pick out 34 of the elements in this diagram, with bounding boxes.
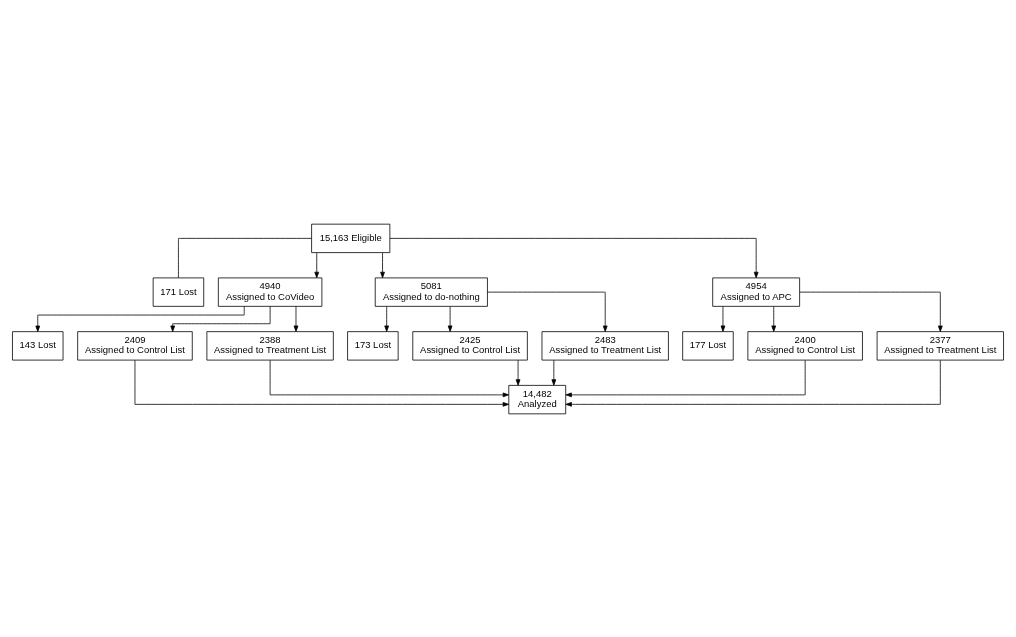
node-box: 177 Lost: [682, 330, 734, 360]
arrow: [35, 305, 245, 332]
node-box: 14,482 Analyzed: [508, 384, 567, 414]
arrow: [771, 305, 777, 332]
arrow: [293, 305, 299, 332]
arrow: [384, 305, 389, 332]
arrow: [380, 251, 385, 278]
connector: [178, 237, 312, 278]
arrow: [565, 359, 941, 407]
node-box: 15,163 Eligible: [311, 223, 391, 253]
node-box: 2388 Assigned to Treatment List: [206, 330, 334, 360]
arrow: [314, 251, 320, 278]
node-box: 2377 Assigned to Treatment List: [876, 330, 1004, 360]
node-box: 2483 Assigned to Treatment List: [541, 330, 669, 360]
node-box: 4954 Assigned to APC: [712, 277, 801, 307]
node-box: 5081 Assigned to do-nothing: [374, 277, 488, 307]
node-box: 2425 Assigned to Control List: [412, 330, 528, 360]
arrow: [551, 359, 557, 386]
node-box: 143 Lost: [12, 330, 64, 360]
arrow: [447, 305, 453, 332]
arrow: [269, 359, 510, 397]
arrow: [565, 359, 806, 397]
arrow: [799, 291, 943, 332]
node-box: 2400 Assigned to Control List: [747, 330, 863, 360]
arrow: [389, 237, 759, 278]
node-box: 173 Lost: [347, 330, 399, 360]
node-box: 171 Lost: [152, 277, 205, 307]
arrow: [720, 305, 726, 332]
arrow: [170, 305, 271, 332]
arrow: [515, 359, 521, 386]
node-box: 4940 Assigned to CoVideo: [217, 277, 323, 307]
arrow: [134, 359, 510, 407]
node-box: 2409 Assigned to Control List: [77, 330, 193, 360]
arrow: [487, 291, 608, 332]
